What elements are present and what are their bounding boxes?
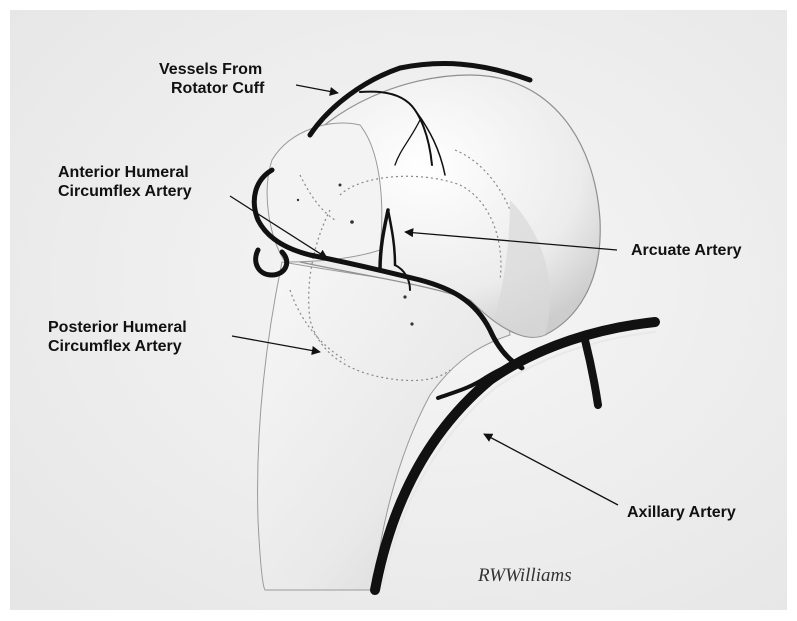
label-arcuate-artery: Arcuate Artery	[631, 241, 742, 260]
label-posterior-line1: Posterior Humeral	[48, 318, 187, 337]
label-posterior-humeral-circumflex: Posterior Humeral Circumflex Artery	[48, 318, 187, 356]
label-axillary-artery: Axillary Artery	[627, 503, 736, 522]
label-vessels-line2: Rotator Cuff	[159, 79, 264, 98]
label-vessels-line1: Vessels From	[159, 60, 264, 79]
label-anterior-humeral-circumflex: Anterior Humeral Circumflex Artery	[58, 163, 192, 201]
label-anterior-line2: Circumflex Artery	[58, 182, 192, 201]
artist-signature: RWWilliams	[478, 565, 572, 587]
label-anterior-line1: Anterior Humeral	[58, 163, 192, 182]
label-vessels-from-rotator-cuff: Vessels From Rotator Cuff	[159, 60, 264, 98]
label-posterior-line2: Circumflex Artery	[48, 337, 187, 356]
